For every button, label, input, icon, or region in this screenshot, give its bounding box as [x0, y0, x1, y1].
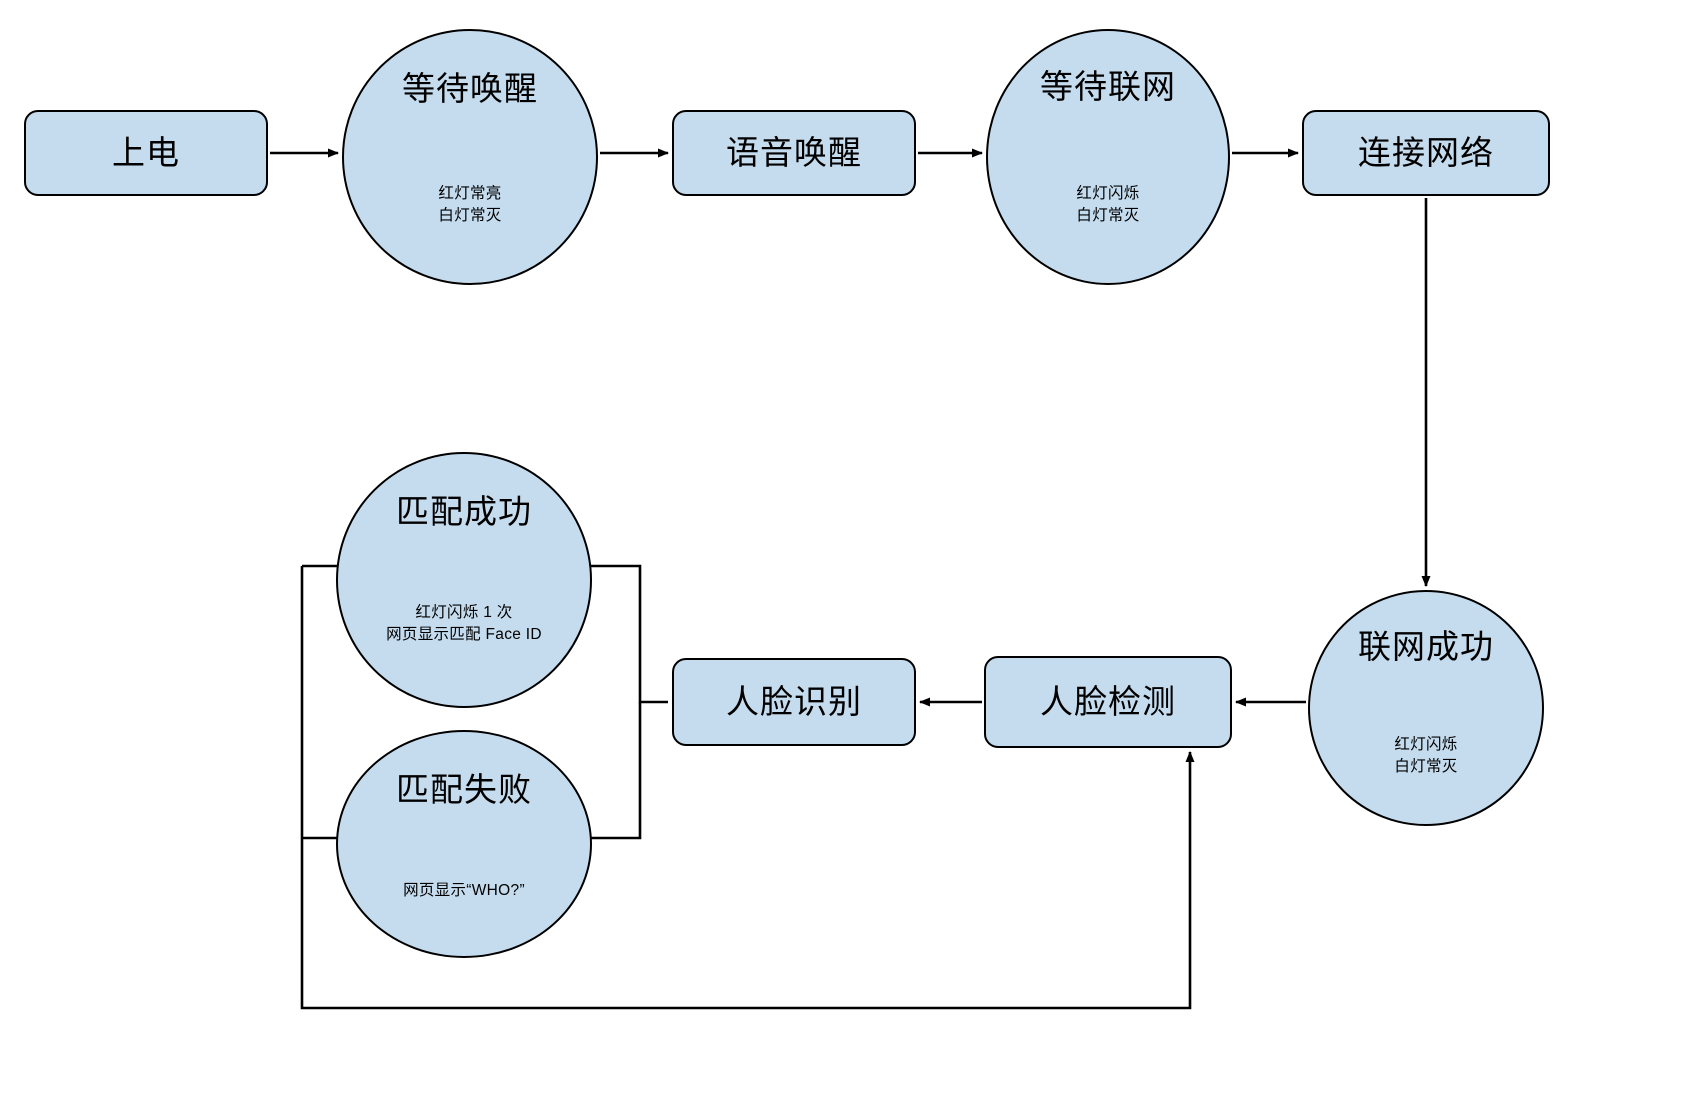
- node-face-recognize-title: 人脸识别: [726, 682, 862, 720]
- node-wait-wake-title: 等待唤醒: [402, 70, 538, 108]
- node-wait-net-title: 等待联网: [1040, 68, 1176, 106]
- node-face-detect-title: 人脸检测: [1040, 682, 1176, 720]
- node-power[interactable]: 上电: [24, 110, 268, 196]
- node-wait-wake[interactable]: 等待唤醒 红灯常亮 白灯常灭: [342, 29, 598, 285]
- node-voice-wake-title: 语音唤醒: [726, 133, 862, 171]
- node-wait-wake-sub: 红灯常亮 白灯常灭: [438, 185, 502, 225]
- node-face-recognize[interactable]: 人脸识别: [672, 658, 916, 746]
- node-face-detect[interactable]: 人脸检测: [984, 656, 1232, 748]
- node-match-fail-sub: 网页显示“WHO?”: [403, 882, 525, 899]
- node-match-success[interactable]: 匹配成功 红灯闪烁 1 次 网页显示匹配 Face ID: [336, 452, 592, 708]
- node-net-ok-sub: 红灯闪烁 白灯常灭: [1394, 736, 1458, 776]
- node-match-fail-title: 匹配失败: [396, 771, 532, 809]
- node-connect-net[interactable]: 连接网络: [1302, 110, 1550, 196]
- node-net-ok-title: 联网成功: [1358, 628, 1494, 666]
- node-connect-net-title: 连接网络: [1358, 133, 1494, 171]
- node-match-success-sub: 红灯闪烁 1 次 网页显示匹配 Face ID: [386, 604, 542, 644]
- node-match-success-title: 匹配成功: [396, 493, 532, 531]
- node-voice-wake[interactable]: 语音唤醒: [672, 110, 916, 196]
- node-wait-net-sub: 红灯闪烁 白灯常灭: [1076, 185, 1140, 225]
- node-wait-net[interactable]: 等待联网 红灯闪烁 白灯常灭: [986, 29, 1230, 285]
- node-match-fail[interactable]: 匹配失败 网页显示“WHO?”: [336, 730, 592, 958]
- node-net-ok[interactable]: 联网成功 红灯闪烁 白灯常灭: [1308, 590, 1544, 826]
- node-power-title: 上电: [112, 133, 180, 171]
